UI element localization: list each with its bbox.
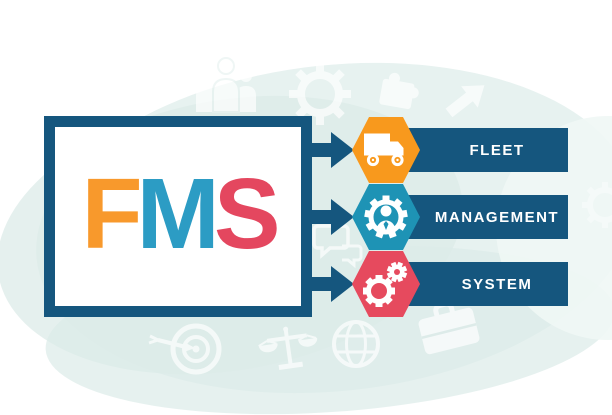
banner-fleet-label: FLEET [469, 141, 525, 159]
hexagon-fleet [352, 117, 420, 183]
faded-icons [88, 57, 612, 375]
gears-icon [363, 261, 408, 307]
arrow-icon [306, 210, 332, 224]
banner-management: MANAGEMENT [398, 195, 568, 239]
hexagon-system [352, 251, 420, 317]
truck-icon [364, 133, 404, 167]
fms-box: F M S [44, 116, 312, 317]
globe-icon [332, 320, 380, 368]
arrow-head-icon [331, 266, 354, 302]
hexagon-management [352, 184, 420, 250]
acronym-letter-m: M [136, 157, 220, 270]
banner-management-label: MANAGEMENT [434, 208, 560, 226]
arrow-head-icon [331, 199, 354, 235]
scales-icon [258, 326, 318, 370]
acronym-text: F M S [81, 157, 281, 270]
manager-gear-icon [364, 195, 408, 239]
arrow-icon [306, 277, 332, 291]
gear-outline-icon [289, 63, 351, 125]
row-management: MANAGEMENT [0, 184, 612, 251]
target-icon [148, 323, 222, 375]
acronym-letter-s: S [213, 157, 281, 270]
banner-fleet: FLEET [398, 128, 568, 172]
manager-tie [383, 221, 389, 230]
banner-system: SYSTEM [398, 262, 568, 306]
magnifier-icon [88, 68, 148, 125]
row-system: SYSTEM [0, 251, 612, 318]
small-gear-hole [394, 269, 400, 275]
acronym-letter-f: F [81, 157, 142, 270]
hexagon-shape [352, 184, 420, 250]
banner-system-label: SYSTEM [461, 275, 533, 293]
arrow-head-icon [331, 132, 354, 168]
puzzle-icon [379, 72, 419, 110]
gear-right-icon [582, 182, 612, 228]
arrow-icon [306, 143, 332, 157]
people-icon [196, 57, 256, 113]
arrow-up-right-icon [445, 85, 485, 118]
row-fleet: FLEET [0, 117, 612, 184]
